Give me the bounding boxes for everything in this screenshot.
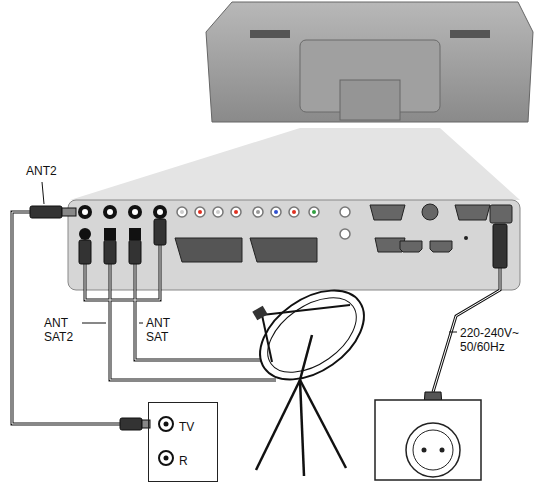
ant2-plug <box>30 206 62 218</box>
connector-label: 220-240V~ 50/60Hz <box>460 326 530 354</box>
zoom-fan <box>70 128 520 200</box>
connector-label: ANT2 <box>26 164 86 178</box>
tv-stand-mount <box>340 80 400 120</box>
socket-label: TV <box>179 420 194 434</box>
connector-label: ANT SAT <box>146 316 186 344</box>
satellite-dish <box>244 272 380 476</box>
tv-housing <box>206 2 533 122</box>
tv-ports <box>250 30 290 38</box>
socket-label: R <box>179 454 188 468</box>
tv-ports <box>450 30 490 38</box>
connector-label: ANT SAT2 <box>44 316 80 344</box>
power-outlet <box>375 400 481 480</box>
antenna-wall-socket: TV R <box>148 402 218 482</box>
